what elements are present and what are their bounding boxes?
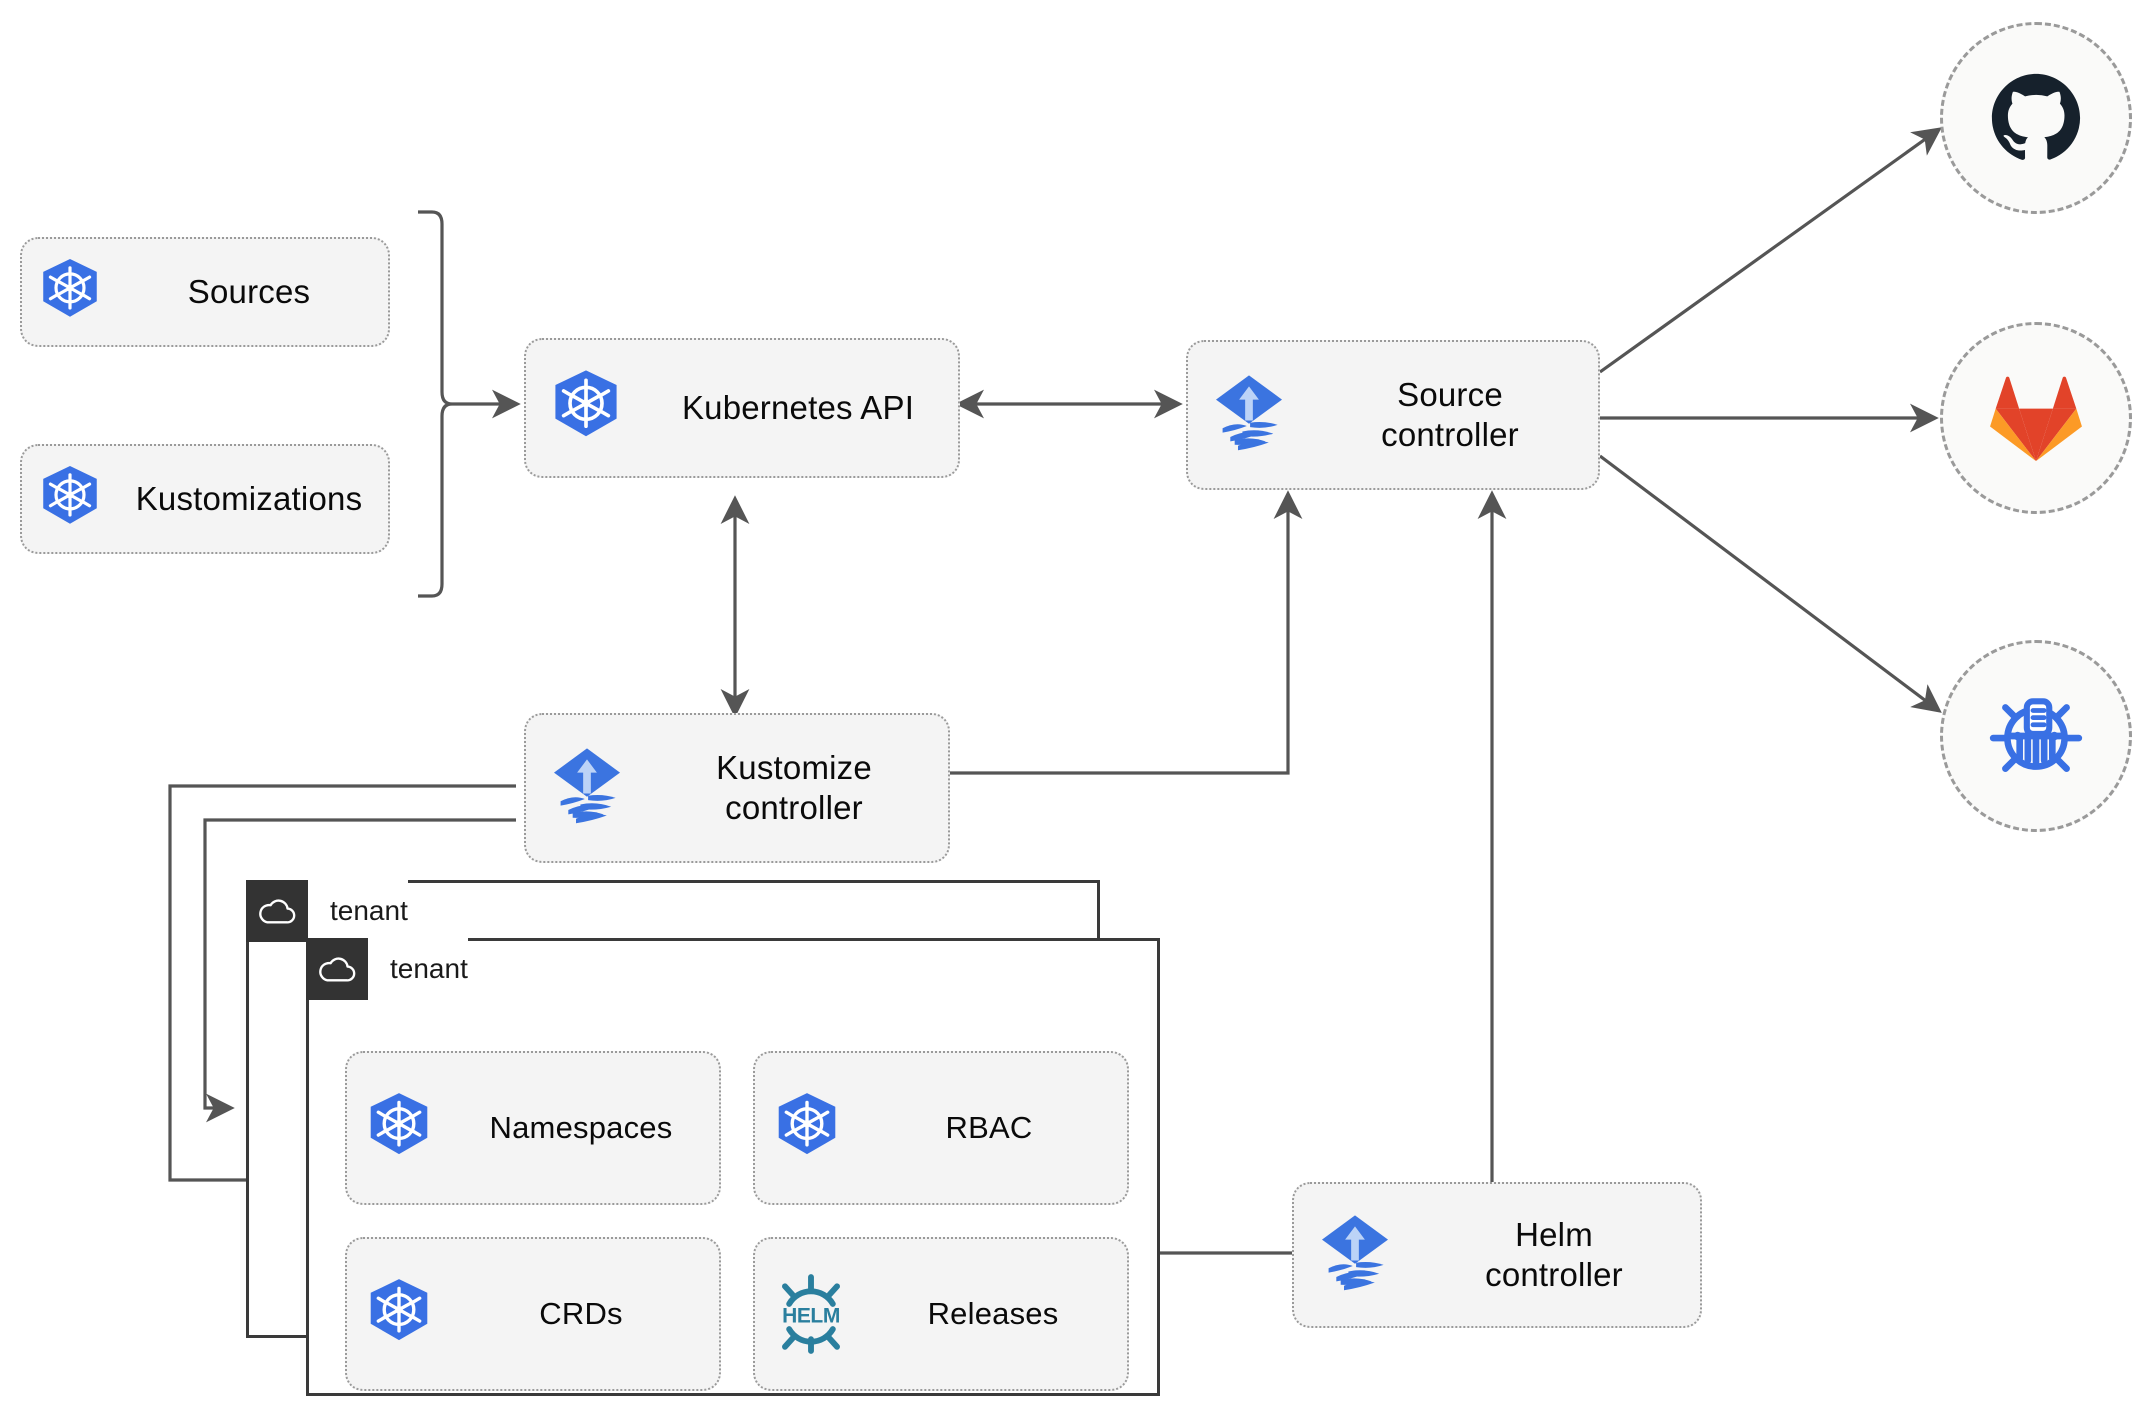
gitlab-icon — [1990, 376, 2082, 462]
node-label: RBAC — [945, 1110, 1033, 1146]
node-label: Namespaces — [489, 1110, 673, 1146]
kubernetes-icon — [526, 368, 646, 448]
node-label: Kustomize controller — [716, 748, 872, 826]
wire-sourcectrl-helmrepo — [1599, 454, 1942, 713]
flux-icon — [1188, 371, 1310, 459]
node-releases[interactable]: HELM Releases — [753, 1237, 1129, 1391]
node-label: Kustomizations — [135, 479, 363, 517]
node-helm-controller[interactable]: Helm controller — [1292, 1182, 1702, 1328]
node-kustomizations[interactable]: Kustomizations — [20, 444, 390, 554]
kubernetes-icon — [22, 464, 118, 534]
node-label: Sources — [187, 272, 311, 310]
node-label: Kubernetes API — [681, 388, 915, 426]
github-icon — [1991, 73, 2081, 160]
wire-kustomizectrl-sourcectrl — [950, 490, 1303, 775]
kubernetes-icon — [755, 1091, 859, 1165]
provider-helm-repository[interactable] — [1940, 640, 2132, 832]
wire-sourcectrl-github — [1599, 127, 1942, 374]
node-kustomize-controller[interactable]: Kustomize controller — [524, 713, 950, 863]
helm-icon: HELM — [755, 1272, 867, 1356]
svg-text:HELM: HELM — [782, 1304, 840, 1327]
node-label: Helm controller — [1485, 1215, 1623, 1293]
group-bracket — [418, 210, 453, 598]
node-label: Releases — [927, 1296, 1059, 1332]
cloud-icon — [246, 880, 308, 942]
kubernetes-icon — [22, 257, 118, 327]
node-rbac[interactable]: RBAC — [753, 1051, 1129, 1205]
node-kubernetes-api[interactable]: Kubernetes API — [524, 338, 960, 478]
tenant-title-bar: tenant — [246, 880, 408, 942]
flux-icon — [1294, 1211, 1416, 1299]
node-sources[interactable]: Sources — [20, 237, 390, 347]
node-namespaces[interactable]: Namespaces — [345, 1051, 721, 1205]
kubernetes-icon — [347, 1277, 451, 1351]
tenant-label: tenant — [308, 880, 408, 942]
node-label: Source controller — [1381, 375, 1519, 453]
helm-chart-icon — [1989, 698, 2083, 772]
provider-github[interactable] — [1940, 22, 2132, 214]
tenant-title-bar: tenant — [306, 938, 468, 1000]
tenant-window-inner[interactable]: tenant Namespaces — [306, 938, 1160, 1396]
cloud-icon — [306, 938, 368, 1000]
provider-gitlab[interactable] — [1940, 322, 2132, 514]
kubernetes-icon — [347, 1091, 451, 1165]
node-source-controller[interactable]: Source controller — [1186, 340, 1600, 490]
tenant-label: tenant — [368, 938, 468, 1000]
flux-icon — [526, 744, 648, 832]
node-crds[interactable]: CRDs — [345, 1237, 721, 1391]
node-label: CRDs — [539, 1296, 623, 1332]
